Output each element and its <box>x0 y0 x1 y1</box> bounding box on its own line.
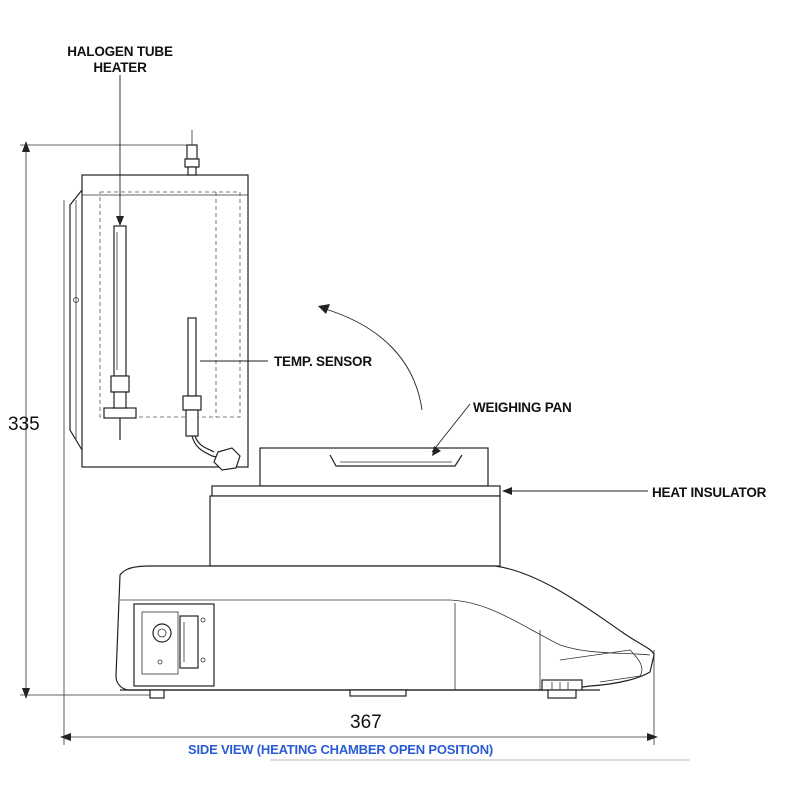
weighing-pan-label: WEIGHING PAN <box>473 400 572 415</box>
heating-chamber <box>69 174 249 468</box>
temperature-sensor <box>182 317 268 471</box>
diagram-caption: SIDE VIEW (HEATING CHAMBER OPEN POSITION… <box>188 742 494 757</box>
top-connector <box>184 130 200 176</box>
height-dimension-lines <box>20 141 190 699</box>
height-dimension-value: 335 <box>8 414 40 435</box>
heat-insulator <box>211 485 648 497</box>
halogen-label-line2: HEATER <box>93 60 147 75</box>
halogen-label-line1: HALOGEN TUBE <box>67 44 173 59</box>
width-dimension-lines <box>60 200 658 745</box>
opening-arc <box>318 304 423 411</box>
body-upper <box>209 495 501 567</box>
halogen-tube <box>103 75 137 440</box>
halogen-tube-heater-label: HALOGEN TUBE HEATER <box>66 44 174 76</box>
heat-insulator-label: HEAT INSULATOR <box>652 485 767 500</box>
weighing-pan-area <box>259 403 489 487</box>
width-dimension-value: 367 <box>350 712 382 733</box>
base-body <box>115 565 655 699</box>
temp-sensor-label: TEMP. SENSOR <box>274 354 372 369</box>
